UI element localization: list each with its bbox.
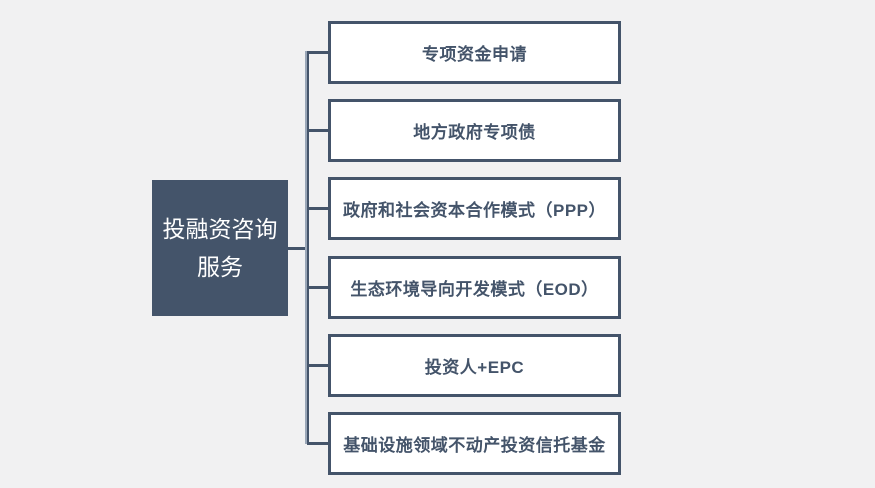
branch-node-investor-epc: 投资人+EPC [328, 334, 621, 397]
connector-branch-1 [307, 51, 328, 54]
branch-label: 投资人+EPC [424, 358, 525, 377]
branch-node-special-funds-application: 专项资金申请 [328, 21, 621, 84]
connector-branch-4 [307, 286, 328, 289]
connector-branch-2 [307, 129, 328, 132]
root-node-label-line1: 投融资咨询 [162, 216, 278, 242]
branch-node-infrastructure-reits: 基础设施领域不动产投资信托基金 [328, 412, 621, 475]
branch-label: 地方政府专项债 [413, 123, 536, 142]
root-node-investment-financing-consulting: 投融资咨询 服务 [152, 180, 288, 316]
branch-label: 政府和社会资本合作模式（PPP） [342, 201, 607, 220]
connector-branch-5 [307, 364, 328, 367]
root-node-label-line2: 服务 [197, 254, 243, 280]
connector-root [287, 247, 307, 250]
branch-node-eod-model: 生态环境导向开发模式（EOD） [328, 256, 621, 319]
connector-spine [305, 51, 309, 444]
connector-branch-3 [307, 207, 328, 210]
branch-node-local-government-special-bonds: 地方政府专项债 [328, 99, 621, 162]
branch-node-ppp-model: 政府和社会资本合作模式（PPP） [328, 177, 621, 240]
branch-label: 专项资金申请 [422, 45, 527, 64]
branch-label: 生态环境导向开发模式（EOD） [350, 280, 599, 299]
branch-label: 基础设施领域不动产投资信托基金 [343, 436, 606, 455]
connector-branch-6 [307, 442, 328, 445]
